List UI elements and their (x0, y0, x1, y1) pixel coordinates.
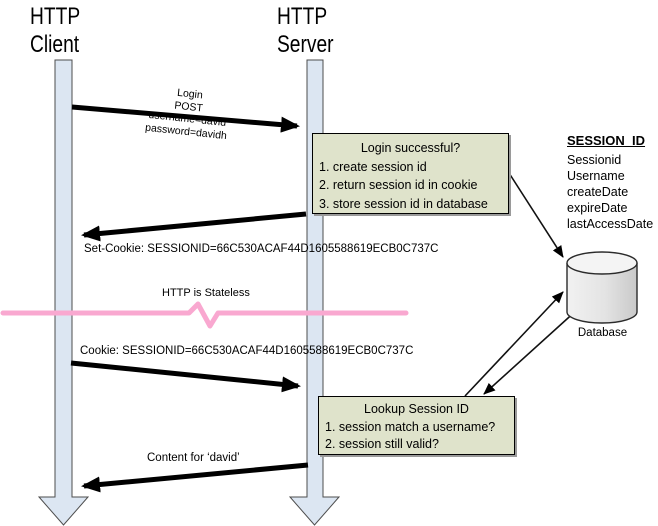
lookup-note-item: 2. session still valid? (325, 437, 439, 451)
login-note-title: Login successful? (360, 141, 461, 155)
server-lifeline (288, 59, 341, 526)
session-field: createDate (567, 185, 629, 199)
stateless-break-line (0, 301, 409, 329)
stateless-label: HTTP is Stateless (162, 287, 250, 299)
session-schema-title: SESSION_ID (567, 133, 646, 148)
login-note-item: 1. create session id (319, 159, 427, 174)
content-label: Content for ‘david’ (147, 452, 240, 464)
store-session-arrow (508, 172, 564, 258)
lookup-query-arrow (464, 291, 564, 397)
set-cookie-label: Set-Cookie: SESSIONID=66C530ACAF44D16055… (84, 243, 439, 255)
client-actor-title: HTTP Client (30, 3, 81, 58)
set-cookie-response-arrow (81, 211, 307, 242)
lookup-session-note: Lookup Session ID 1. session match a use… (318, 396, 515, 455)
session-field: Sessionid (567, 153, 622, 167)
client-lifeline (37, 59, 90, 526)
server-actor-title: HTTP Server (277, 3, 334, 58)
login-note-item: 3. store session id in database (319, 196, 488, 211)
database-label: Database (577, 327, 628, 339)
lookup-note-title: Lookup Session ID (364, 402, 469, 416)
cookie-label: Cookie: SESSIONID=66C530ACAF44D160558861… (80, 345, 414, 357)
session-field: lastAccessDate (567, 217, 654, 231)
lookup-note-item: 1. session match a username? (325, 419, 496, 434)
login-request-arrow (71, 104, 300, 133)
session-id-schema: SESSION_ID Sessionid Username createDate… (567, 133, 653, 232)
session-field: expireDate (567, 201, 628, 215)
login-note-item: 2. return session id in cookie (319, 178, 478, 192)
database-icon (566, 251, 638, 324)
content-response-arrow (81, 462, 309, 493)
session-field: Username (567, 169, 625, 183)
cookie-request-arrow (70, 360, 301, 393)
login-successful-note: Login successful? 1. create session id 2… (312, 133, 509, 214)
lookup-result-arrow (483, 308, 579, 395)
